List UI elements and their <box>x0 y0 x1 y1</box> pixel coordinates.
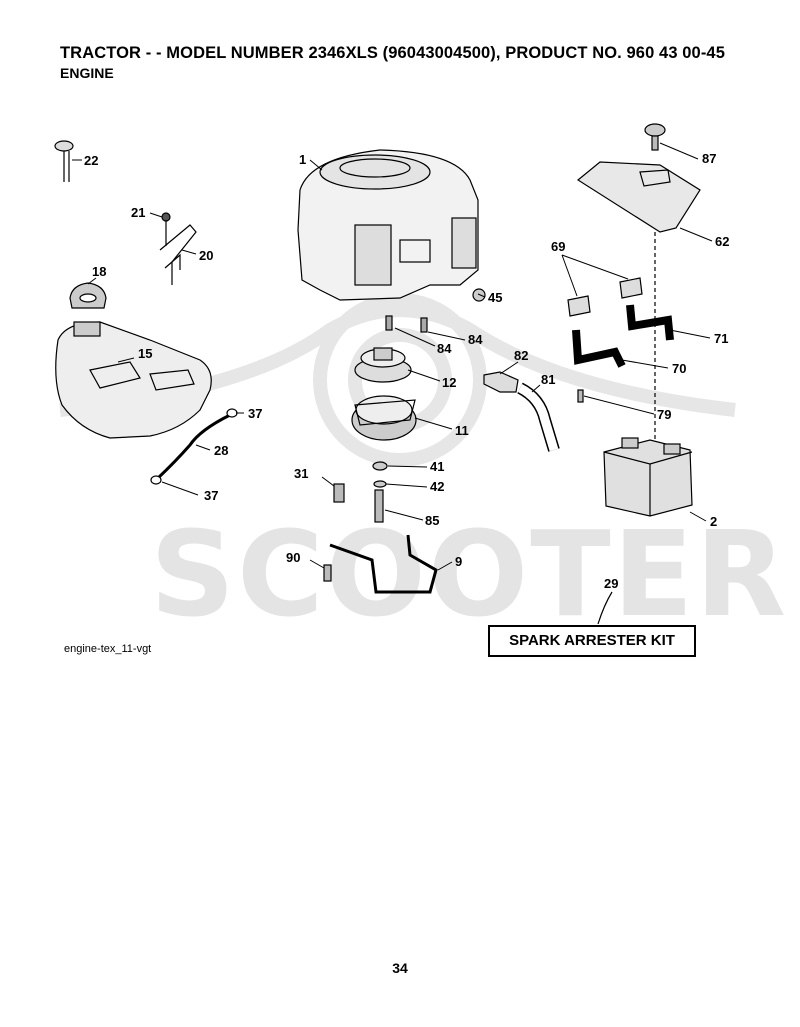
callout-37a: 37 <box>248 406 262 421</box>
part-11-clutch <box>351 395 417 441</box>
callout-62: 62 <box>715 234 729 249</box>
page-number: 34 <box>392 960 408 976</box>
callout-20: 20 <box>199 248 213 263</box>
callout-labels: 22 21 20 18 15 37 28 37 1 45 84 84 12 11… <box>84 151 729 591</box>
part-70-exhaust-pipe <box>572 329 626 368</box>
part-85-bolt <box>374 489 384 523</box>
part-71-exhaust-pipe <box>626 304 674 341</box>
watermark-text: SCOOTER <box>150 505 789 643</box>
callout-45: 45 <box>488 290 502 305</box>
part-28-fuel-line <box>150 408 238 485</box>
callout-11: 11 <box>455 423 469 438</box>
callout-70: 70 <box>672 361 686 376</box>
part-90-bolt <box>323 564 332 582</box>
part-82-fitting <box>483 371 519 393</box>
part-45-plug <box>472 288 486 302</box>
diagram-reference: engine-tex_11-vgt <box>64 643 152 655</box>
part-41-washer <box>372 461 388 471</box>
callout-15: 15 <box>138 346 152 361</box>
page-title: TRACTOR - - MODEL NUMBER 2346XLS (960430… <box>60 44 725 62</box>
page-subtitle: ENGINE <box>60 65 114 81</box>
part-12-pulley <box>354 347 412 383</box>
part-20-throttle-bracket <box>159 212 197 285</box>
callout-31: 31 <box>294 466 308 481</box>
part-42-washer <box>373 480 387 488</box>
part-81-hose <box>517 382 560 452</box>
part-84-bolts <box>385 315 428 333</box>
part-62-heat-shield <box>576 161 701 440</box>
callout-90: 90 <box>286 550 300 565</box>
callout-42: 42 <box>430 479 444 494</box>
callout-2: 2 <box>710 514 717 529</box>
callout-37b: 37 <box>204 488 218 503</box>
callout-69: 69 <box>551 239 565 254</box>
callout-85: 85 <box>425 513 439 528</box>
callout-71: 71 <box>714 331 728 346</box>
callout-28: 28 <box>214 443 228 458</box>
callout-41: 41 <box>430 459 444 474</box>
callout-22: 22 <box>84 153 98 168</box>
callout-84a: 84 <box>437 341 452 356</box>
part-1-engine <box>297 149 479 301</box>
part-87-bolt <box>644 123 666 151</box>
part-29-leader <box>597 591 613 625</box>
part-18-fuel-cap <box>69 282 107 309</box>
spark-arrester-kit-box: SPARK ARRESTER KIT <box>488 625 696 657</box>
part-15-fuel-tank <box>55 321 212 439</box>
callout-21: 21 <box>131 205 145 220</box>
callout-29: 29 <box>604 576 618 591</box>
part-9-bracket <box>329 534 438 594</box>
callout-87: 87 <box>702 151 716 166</box>
part-31-spring <box>333 483 345 503</box>
callout-82: 82 <box>514 348 528 363</box>
callout-79: 79 <box>657 407 671 422</box>
callout-84b: 84 <box>468 332 483 347</box>
part-22-dipstick <box>54 140 74 182</box>
callout-81: 81 <box>541 372 555 387</box>
callout-18: 18 <box>92 264 106 279</box>
part-2-muffler <box>603 437 693 517</box>
part-79-bolt <box>577 389 584 403</box>
part-69-gaskets <box>567 277 643 317</box>
callout-9: 9 <box>455 554 462 569</box>
leader-lines <box>72 142 713 571</box>
callout-12: 12 <box>442 375 456 390</box>
callout-1: 1 <box>299 152 306 167</box>
